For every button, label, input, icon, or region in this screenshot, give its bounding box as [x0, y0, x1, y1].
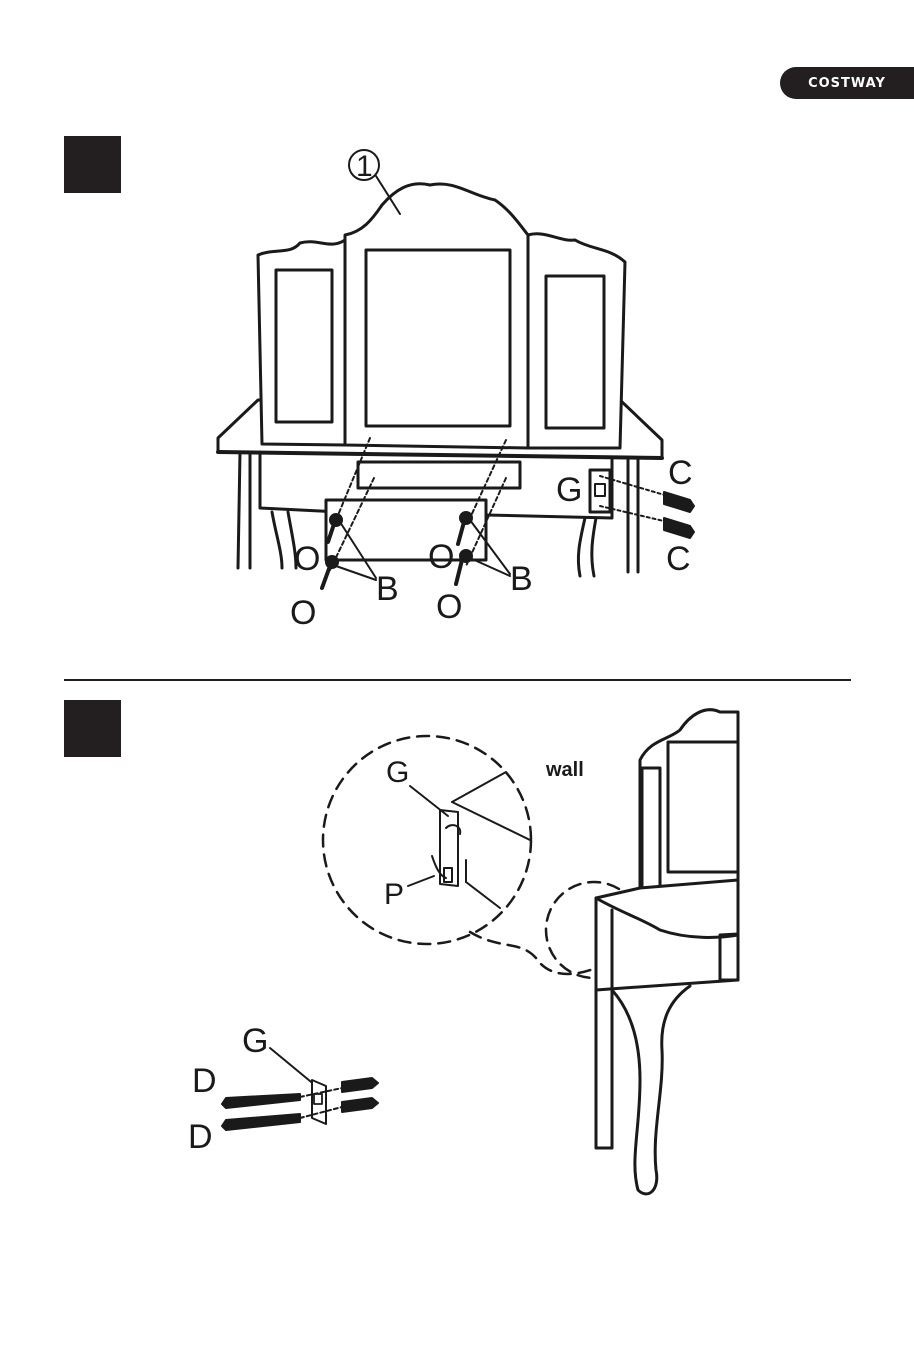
label-g-kit: G: [242, 1022, 268, 1060]
label-c-bottom: C: [666, 540, 691, 578]
label-g-step1: G: [556, 471, 582, 509]
label-o-right-bottom: O: [436, 588, 462, 626]
step1-diagram: [218, 150, 694, 588]
label-o-left-bottom: O: [290, 594, 316, 632]
label-b-left: B: [376, 570, 399, 608]
label-p: P: [384, 878, 404, 911]
label-o-left-top: O: [294, 540, 320, 578]
label-wall: wall: [545, 759, 584, 781]
label-g-detail: G: [386, 756, 409, 789]
part-number-label: 1: [356, 150, 373, 183]
label-b-right: B: [510, 560, 533, 598]
label-c-top: C: [668, 454, 693, 492]
label-d-bottom: D: [188, 1118, 213, 1156]
step2-diagram: [222, 710, 738, 1194]
label-d-top: D: [192, 1062, 217, 1100]
label-o-right-top: O: [428, 538, 454, 576]
